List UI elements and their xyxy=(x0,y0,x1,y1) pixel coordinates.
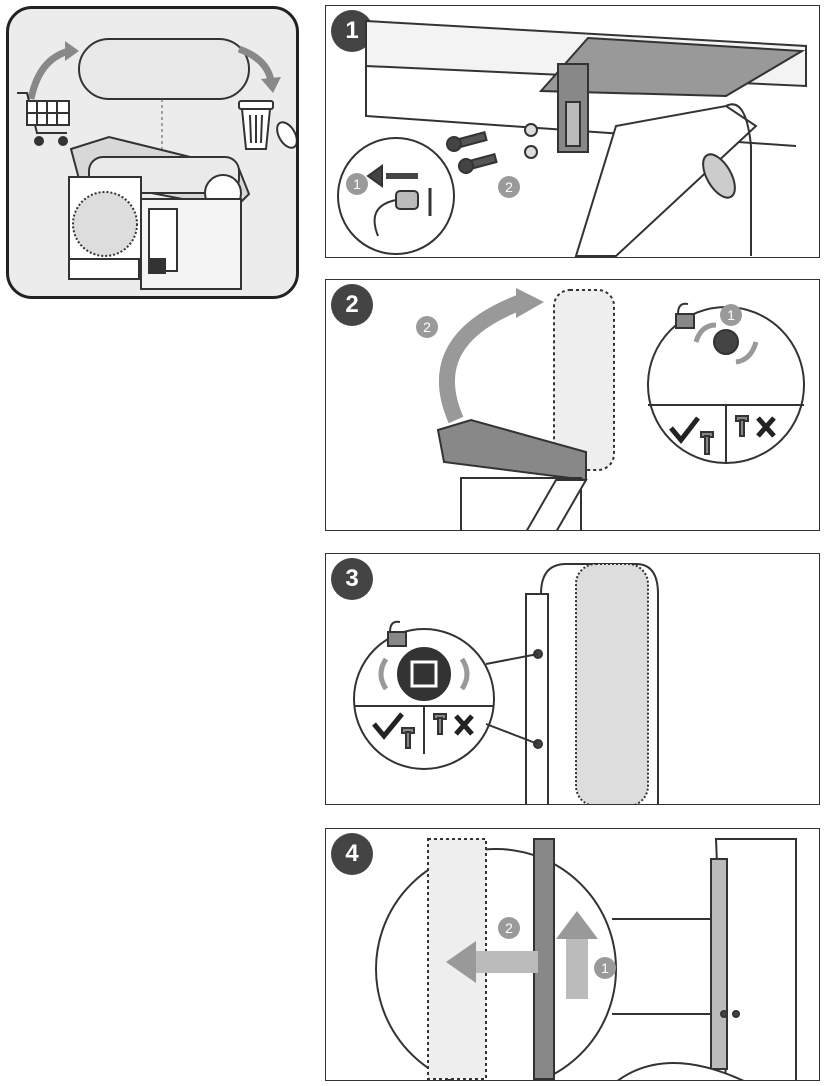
belt-sander-machine xyxy=(68,135,251,290)
overview-panel xyxy=(6,6,299,299)
step-number-badge: 3 xyxy=(331,558,373,600)
step-number-badge: 2 xyxy=(331,284,373,326)
step-1-panel: 1 xyxy=(325,5,820,258)
overview-illustration xyxy=(17,38,296,290)
callout-2: 2 xyxy=(498,176,520,198)
callout-1: 1 xyxy=(594,957,616,979)
step-4-illustration xyxy=(375,838,797,1080)
screw xyxy=(446,131,488,152)
step-3-panel: 3 xyxy=(325,553,820,805)
callout-1: 1 xyxy=(720,304,742,326)
step-4-panel: 4 2 1 xyxy=(325,828,820,1081)
step-number-badge: 4 xyxy=(331,833,373,875)
step-2-panel: 2 2 1 xyxy=(325,279,820,531)
callout-2: 2 xyxy=(498,917,520,939)
screw xyxy=(458,153,498,174)
shopping-cart-icon xyxy=(17,92,70,146)
callout-2: 2 xyxy=(416,316,438,338)
step-3-illustration xyxy=(353,563,659,804)
trash-bin-icon xyxy=(238,100,296,150)
step-2-illustration xyxy=(436,288,805,530)
new-belt xyxy=(78,38,250,100)
callout-1: 1 xyxy=(346,173,368,195)
step-1-illustration xyxy=(337,19,807,257)
